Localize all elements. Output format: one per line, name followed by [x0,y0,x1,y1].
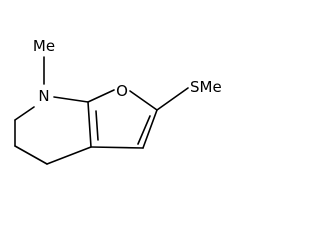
bond-c5-c4 [14,145,48,165]
bond-n-c6 [14,106,35,121]
bond-c2-c3-inner [137,115,151,145]
bond-c3-c3a [90,146,144,149]
bond-c2-s [156,87,189,111]
bond-c2-c3 [142,109,158,149]
atom-label-methyl: Me [33,37,55,55]
chemical-structure: Me N O SMe [14,37,222,165]
bond-o-c2 [129,90,158,111]
bond-n-c7a [53,96,89,103]
bonds [14,56,189,165]
bond-c7a-o [87,89,115,103]
atom-label-oxygen: O [116,82,128,100]
atom-label-methylthio: SMe [190,78,222,96]
bond-c7a-c3a-inner [95,110,99,141]
bond-c4-c3a [46,146,92,165]
atom-label-nitrogen: N [38,87,49,105]
bond-c7a-c3a [87,101,92,148]
atom-labels: Me N O SMe [33,37,222,105]
